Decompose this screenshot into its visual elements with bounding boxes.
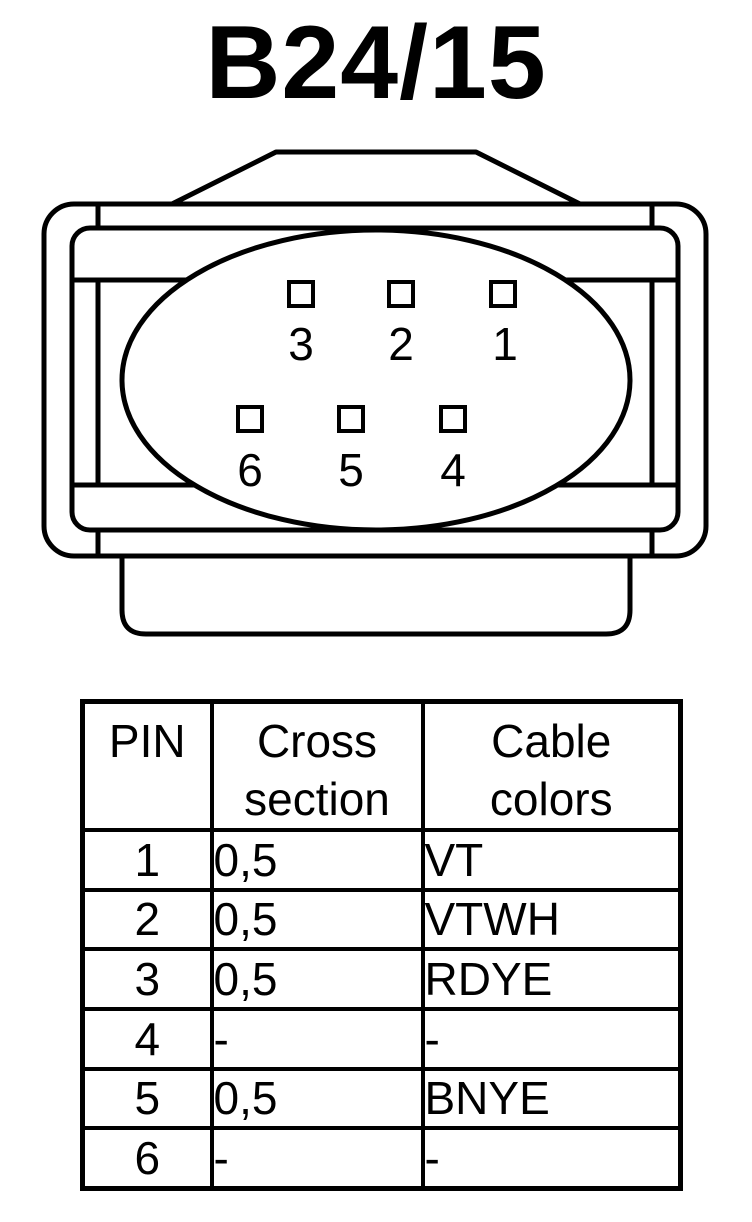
table-row: 1 0,5 VT xyxy=(80,828,683,892)
cell-cable-color: BNYE xyxy=(420,1066,683,1131)
cell-cross-section: 0,5 xyxy=(209,947,425,1011)
pin-assignment-table: PIN Cross section Cable colors 1 0,5 VT … xyxy=(80,699,683,1191)
cell-pin: 4 xyxy=(80,1006,214,1071)
connector-drawing: 3 2 1 6 5 4 xyxy=(41,149,709,637)
header-cable-colors: Cable colors xyxy=(420,699,683,832)
pin-4-contact xyxy=(439,405,467,433)
pin-label: 4 xyxy=(440,444,466,496)
table-row: 3 0,5 RDYE xyxy=(80,947,683,1011)
cell-cable-color: RDYE xyxy=(420,947,683,1011)
connector-skirt xyxy=(119,556,633,637)
pin-6-contact xyxy=(236,405,264,433)
connector-latch xyxy=(170,149,582,207)
connector-outer-housing xyxy=(41,201,709,559)
pin-label: 6 xyxy=(237,444,263,496)
cell-pin: 3 xyxy=(80,947,214,1011)
diagram-title: B24/15 xyxy=(205,5,547,121)
cell-pin: 2 xyxy=(80,887,214,952)
cell-cable-color: - xyxy=(420,1126,683,1191)
cell-cable-color: VT xyxy=(420,828,683,892)
table-header-row: PIN Cross section Cable colors xyxy=(80,699,683,832)
table-row: 2 0,5 VTWH xyxy=(80,887,683,952)
pin-label: 2 xyxy=(388,318,414,370)
pin-label: 5 xyxy=(338,444,364,496)
pin-label: 1 xyxy=(492,318,518,370)
pin-label: 3 xyxy=(288,318,314,370)
connector-pin-face xyxy=(119,227,633,533)
cell-cable-color: VTWH xyxy=(420,887,683,952)
cell-cross-section: - xyxy=(209,1006,425,1071)
header-pin: PIN xyxy=(80,699,214,832)
cell-pin: 1 xyxy=(80,828,214,892)
table-row: 4 - - xyxy=(80,1006,683,1071)
cell-cable-color: - xyxy=(420,1006,683,1071)
cell-cross-section: 0,5 xyxy=(209,1066,425,1131)
pin-2-contact xyxy=(387,280,415,308)
table-row: 5 0,5 BNYE xyxy=(80,1066,683,1131)
header-cross-section: Cross section xyxy=(209,699,425,832)
pin-1-contact xyxy=(489,280,517,308)
cell-cross-section: 0,5 xyxy=(209,887,425,952)
pin-5-contact xyxy=(337,405,365,433)
pin-3-contact xyxy=(287,280,315,308)
table-row: 6 - - xyxy=(80,1126,683,1191)
cell-pin: 6 xyxy=(80,1126,214,1191)
cell-cross-section: - xyxy=(209,1126,425,1191)
cell-cross-section: 0,5 xyxy=(209,828,425,892)
cell-pin: 5 xyxy=(80,1066,214,1131)
